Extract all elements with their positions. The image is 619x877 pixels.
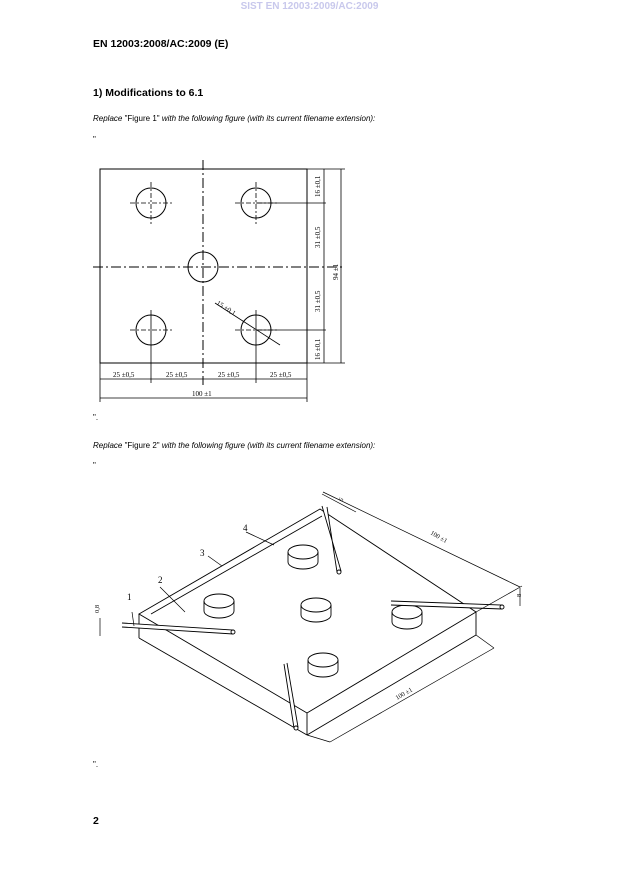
dim-w3: 25 ±0,5 bbox=[218, 371, 240, 379]
watermark: SIST EN 12003:2009/AC:2009 bbox=[240, 1, 379, 12]
instr-post: with the following figure (with its curr… bbox=[161, 441, 376, 450]
label-2: 2 bbox=[158, 575, 163, 585]
close-quote-2: ". bbox=[93, 760, 99, 769]
figure-2-drawing bbox=[99, 491, 523, 743]
dim-depth: 100 ±1 bbox=[429, 530, 448, 545]
open-quote: " bbox=[93, 135, 96, 144]
rods bbox=[121, 505, 505, 731]
dim-w2: 25 ±0,5 bbox=[166, 371, 188, 379]
instr-post: with the following figure (with its curr… bbox=[161, 114, 376, 123]
dim-height2: 8 bbox=[516, 594, 523, 597]
instr-pre: Replace bbox=[93, 441, 123, 450]
dim-w4: 25 ±0,5 bbox=[270, 371, 292, 379]
section-heading: 1) Modifications to 6.1 bbox=[93, 87, 204, 99]
label-4: 4 bbox=[243, 523, 248, 533]
dim-mid1: 31 ±0,5 bbox=[314, 226, 322, 248]
instr-pre: Replace bbox=[93, 114, 123, 123]
label-1: 1 bbox=[127, 592, 132, 602]
pucks bbox=[203, 544, 423, 678]
dim-rod: 6 bbox=[338, 496, 346, 503]
instruction-figure-2: Replace "Figure 2" with the following fi… bbox=[93, 441, 375, 450]
dim-bottom: 16 ±0,1 bbox=[314, 338, 322, 360]
instr-quoted: "Figure 2" bbox=[122, 441, 162, 450]
dim-thickness: 0,8 bbox=[94, 605, 101, 613]
open-quote-2: " bbox=[93, 461, 96, 470]
dim-mid2: 31 ±0,5 bbox=[314, 290, 322, 312]
page-number: 2 bbox=[93, 815, 99, 827]
label-3: 3 bbox=[200, 548, 205, 558]
dim-w1: 25 ±0,5 bbox=[113, 371, 135, 379]
close-quote-1: ". bbox=[93, 413, 99, 422]
instr-quoted: "Figure 1" bbox=[122, 114, 162, 123]
dim-height: 94 ±1 bbox=[332, 263, 340, 280]
instruction-figure-1: Replace "Figure 1" with the following fi… bbox=[93, 114, 375, 123]
dim-diameter: 15 ±0,1 bbox=[215, 299, 238, 318]
dim-top: 16 ±0,1 bbox=[314, 175, 322, 197]
document-id: EN 12003:2008/AC:2009 (E) bbox=[93, 38, 229, 50]
dim-width: 100 ±1 bbox=[192, 390, 212, 398]
